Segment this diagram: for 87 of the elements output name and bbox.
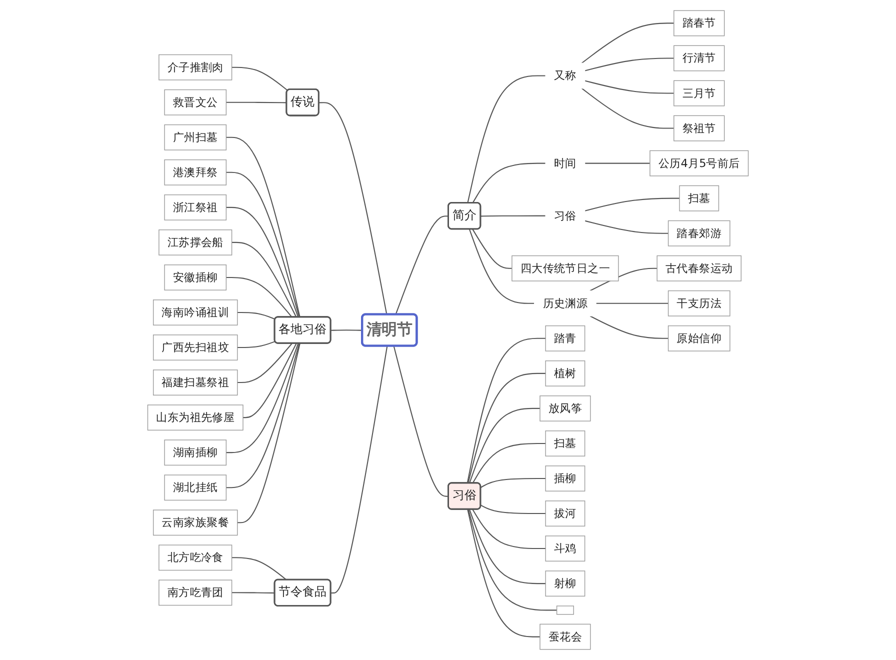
connector	[468, 509, 557, 611]
node-box: 公历4月5号前后	[650, 150, 749, 176]
node-box: 浙江祭祖	[164, 194, 227, 220]
node-box: 三月节	[674, 80, 725, 106]
connector	[226, 276, 292, 318]
connector	[584, 198, 680, 212]
node-box: 扫墓	[679, 185, 720, 212]
node-box: 港澳拜祭	[164, 159, 227, 186]
node-box: 踏春郊游	[668, 220, 730, 246]
connector	[468, 229, 534, 304]
connector	[330, 330, 362, 331]
connector	[472, 442, 546, 484]
node-box: 南方吃青团	[158, 580, 232, 606]
connector	[237, 343, 292, 384]
node-box: 海南吟诵祖训	[153, 300, 238, 326]
connector	[466, 338, 546, 484]
node-box: 湖北挂纸	[164, 474, 227, 501]
node-text: 历史渊源	[542, 296, 588, 310]
connector	[226, 102, 287, 104]
connector	[468, 372, 546, 484]
node-box: 踏青	[545, 325, 586, 352]
connector	[237, 340, 276, 348]
connector	[480, 478, 546, 488]
node-box: 原始信仰	[668, 325, 730, 352]
node-text: 时间	[554, 156, 576, 170]
node-box: 介子推割肉	[158, 54, 232, 80]
node-box: 北方吃冷食	[158, 544, 232, 571]
node-box: 广州扫墓	[164, 124, 227, 150]
node-box: 斗鸡	[545, 536, 586, 562]
connector	[243, 343, 297, 418]
connector	[226, 343, 299, 454]
connector	[472, 229, 512, 269]
node-box: 放风筝	[540, 395, 591, 422]
node-box: 山东为祖先修屋	[147, 404, 244, 431]
connector	[393, 346, 449, 497]
connector	[581, 88, 674, 129]
connector	[226, 343, 300, 488]
node-box	[556, 606, 574, 615]
connector	[226, 136, 300, 318]
node-box: 植树	[545, 360, 586, 386]
connector	[584, 220, 668, 234]
connector	[467, 75, 546, 204]
node-box: 广西先扫祖坟	[153, 334, 238, 360]
node-box: 行清节	[674, 45, 725, 72]
connector	[232, 592, 275, 594]
node-box: 扫墓	[545, 430, 586, 456]
node-box: 古代春祭运动	[656, 255, 742, 282]
connector	[584, 80, 674, 94]
connector	[590, 268, 658, 292]
connector	[395, 216, 449, 315]
connector	[581, 22, 674, 64]
connector	[237, 312, 276, 320]
connector	[232, 66, 288, 92]
connector	[330, 346, 388, 594]
connector	[232, 557, 287, 580]
connector	[468, 408, 540, 484]
node-box: 干支历法	[668, 290, 730, 316]
node-box: 蚕花会	[540, 624, 591, 650]
connector	[584, 162, 650, 164]
node-box: 祭祖节	[674, 115, 725, 142]
connector	[237, 343, 300, 524]
node-box: 拔河	[545, 500, 586, 526]
connector	[226, 172, 300, 318]
connector	[480, 215, 546, 217]
connector	[468, 509, 546, 584]
node-box: 云南家族聚餐	[153, 510, 238, 536]
connector	[226, 206, 299, 318]
connector	[480, 504, 546, 514]
node-text: 又称	[554, 68, 576, 82]
connector	[472, 162, 546, 204]
connector	[318, 102, 388, 315]
node-box: 射柳	[545, 570, 586, 597]
node-box: 江苏撑会船	[158, 230, 232, 256]
node-box: 救晋文公	[164, 89, 227, 116]
node-box: 踏春节	[674, 10, 725, 36]
node-box: 四大传统节日之一	[512, 255, 619, 282]
connector	[472, 509, 546, 550]
node-box: 福建扫墓祭祖	[153, 370, 238, 396]
node-box: 湖南插柳	[164, 440, 227, 466]
node-text: 习俗	[554, 208, 576, 222]
connector	[232, 242, 297, 318]
connector	[467, 509, 540, 638]
connector	[584, 58, 674, 72]
node-box: 安徽插柳	[164, 264, 227, 290]
node-box: 插柳	[545, 466, 586, 492]
connector	[590, 316, 668, 339]
connector	[596, 302, 668, 304]
